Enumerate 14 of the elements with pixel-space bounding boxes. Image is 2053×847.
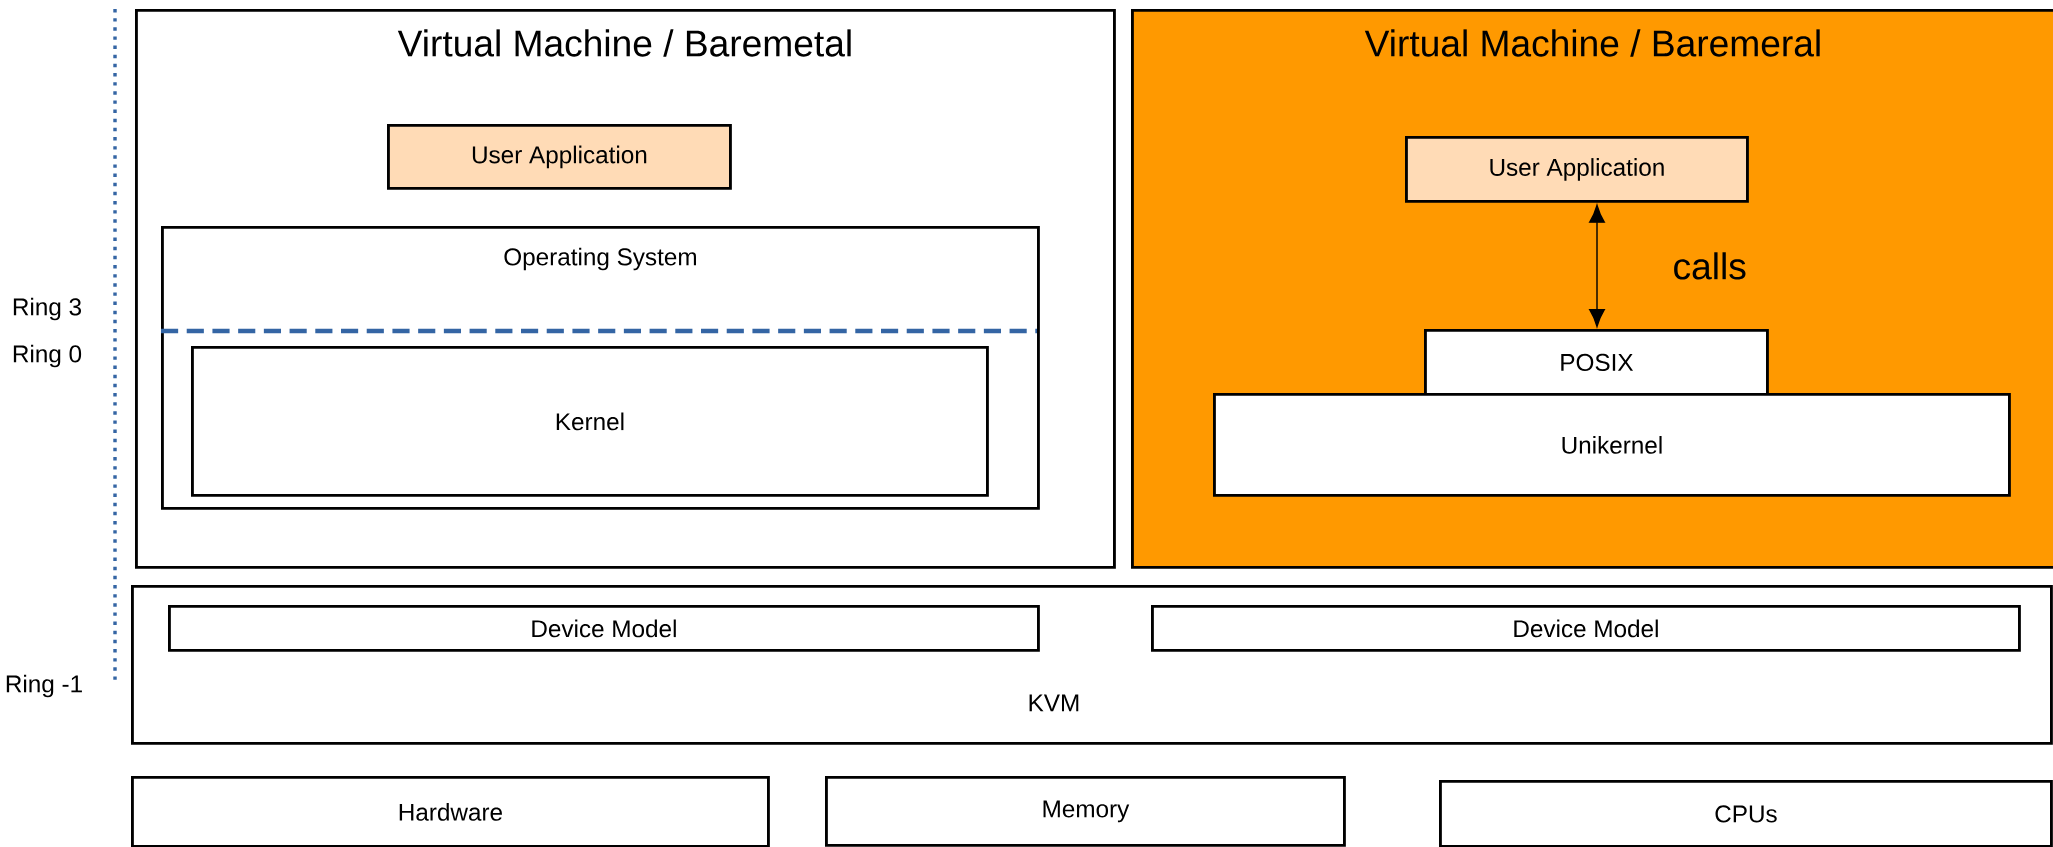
edge-label: calls (1674, 252, 1746, 280)
kernel-box: Kernel (191, 346, 989, 497)
ring-label: Ring 3 (13, 297, 81, 321)
ring-label: Ring -1 (6, 674, 82, 698)
memory-box: Memory (825, 776, 1346, 847)
ring-label: Ring 0 (13, 344, 82, 368)
posix-box: POSIX (1424, 329, 1769, 396)
hardware-box: Hardware (131, 776, 770, 847)
device-model-box: Device Model (168, 605, 1040, 652)
device-model-box: Device Model (1151, 605, 2021, 652)
application-box: User Application (387, 124, 732, 190)
application-box: User Application (1405, 136, 1749, 203)
cpu-box: CPUs (1439, 780, 2053, 847)
double-arrow (1589, 204, 1605, 328)
